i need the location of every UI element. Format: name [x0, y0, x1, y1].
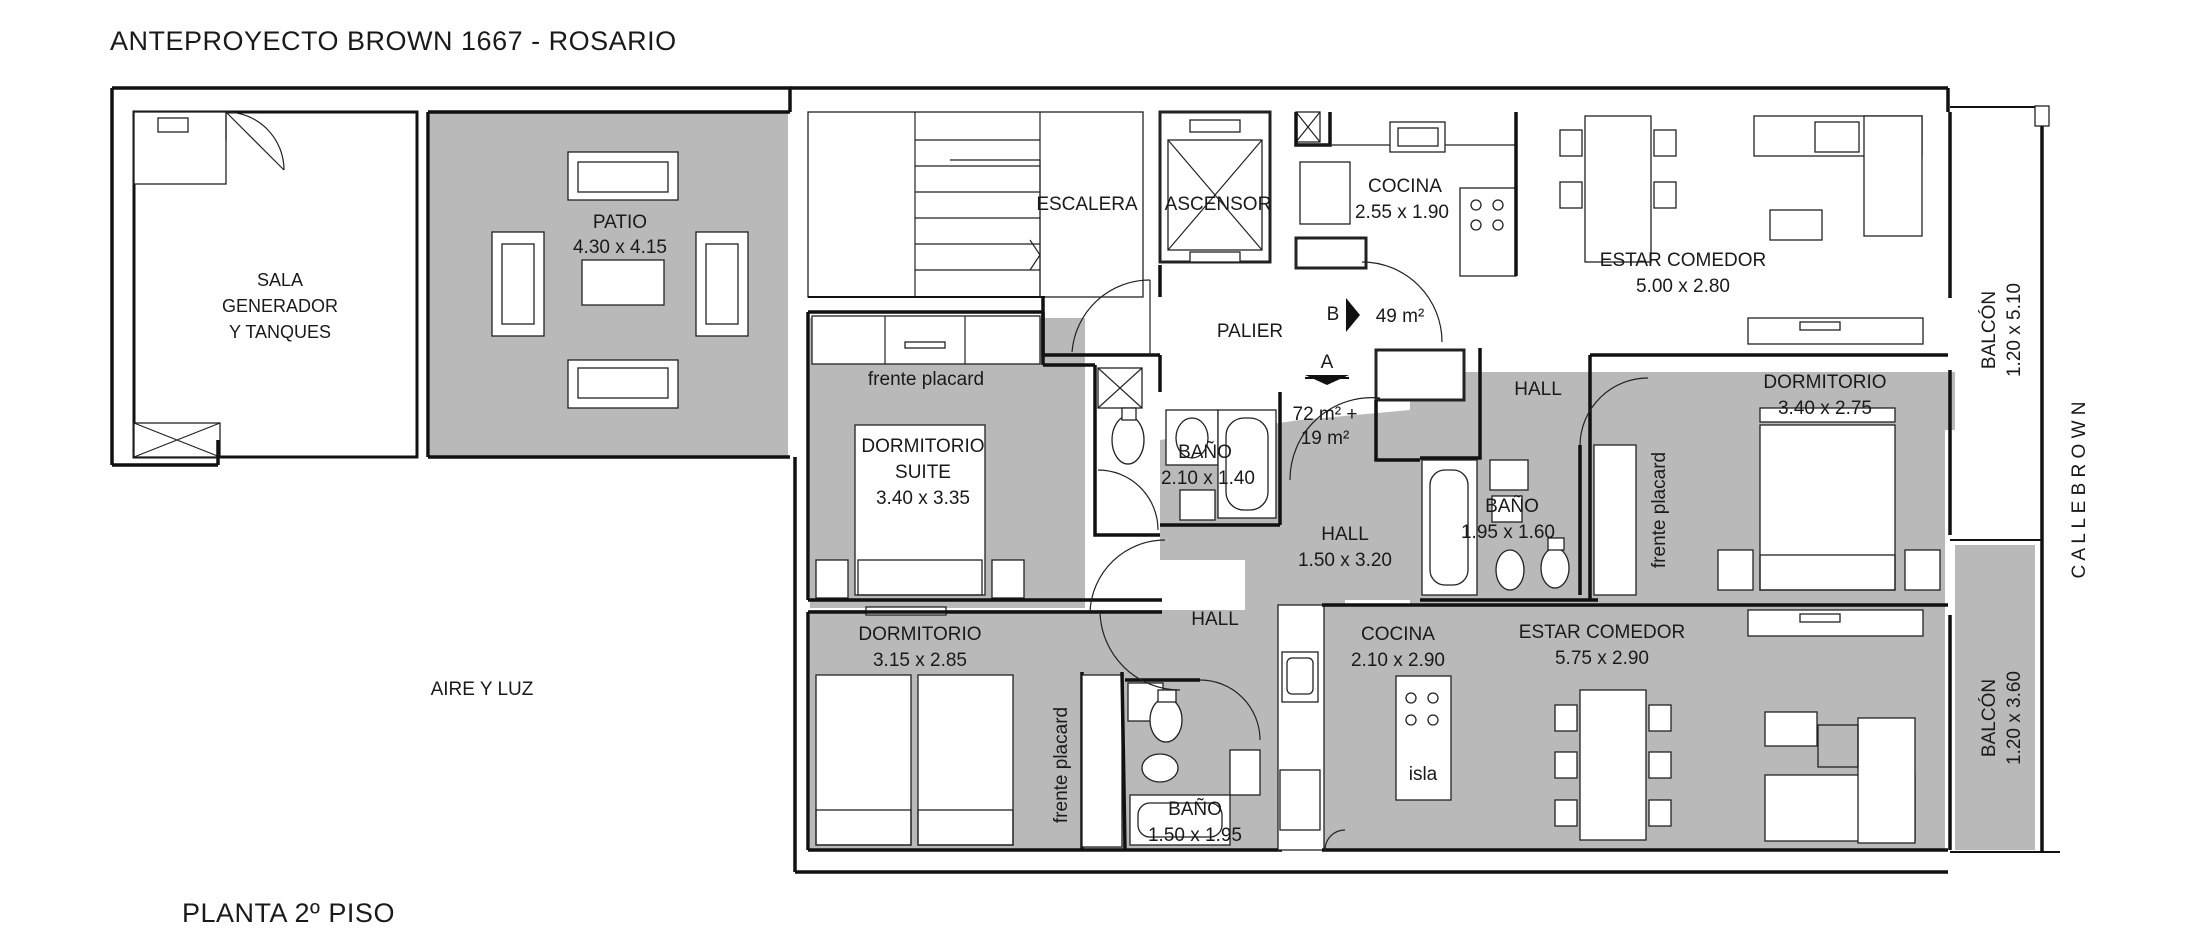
estar-b-dims: 5.00 x 2.80: [1636, 276, 1730, 297]
ascensor-label: ASCENSOR: [1165, 194, 1272, 215]
sala-label-3: Y TANQUES: [229, 322, 331, 342]
bano-a-label: BAÑO: [1178, 441, 1232, 463]
dorm-b-dims: 3.40 x 2.75: [1778, 398, 1872, 419]
balcon-a-label-1: BALCÓN: [1978, 679, 2000, 757]
placard-b-label: frente placard: [1649, 452, 1670, 568]
estar-a-label: ESTAR COMEDOR: [1519, 622, 1685, 643]
cocina-a-label: COCINA: [1361, 624, 1435, 645]
suite-label-1: DORMITORIO: [861, 436, 984, 457]
bano-b-dims: 1.95 x 1.60: [1461, 522, 1555, 543]
bano-c-label: BAÑO: [1168, 798, 1222, 820]
marker-b: B: [1327, 304, 1340, 325]
sala-generador: [133, 111, 285, 465]
hall-a-main-dims: 1.50 x 3.20: [1298, 550, 1392, 571]
placard-top-label: frente placard: [868, 369, 984, 390]
suite-dims: 3.40 x 3.35: [876, 488, 970, 509]
aire-luz-label: AIRE Y LUZ: [431, 679, 534, 700]
entry-markers: [1305, 298, 1360, 385]
bano-b-label: BAÑO: [1485, 495, 1539, 517]
placard-a-label: frente placard: [1051, 707, 1072, 823]
area-a-1: 72 m² +: [1293, 404, 1358, 425]
area-a-2: 19 m²: [1301, 428, 1350, 449]
hall-a-label: HALL: [1191, 609, 1239, 630]
cocina-b-dims: 2.55 x 1.90: [1355, 202, 1449, 223]
cocina-b-label: COCINA: [1368, 176, 1442, 197]
kitchen-b: [1294, 111, 1518, 402]
cocina-a-dims: 2.10 x 2.90: [1351, 650, 1445, 671]
hall-b-label: HALL: [1514, 379, 1562, 400]
estar-b-furniture: [1559, 115, 1924, 345]
outer-walls: [110, 86, 2060, 874]
balcon-a-label-2: 1.20 x 3.60: [2004, 671, 2025, 765]
suite-label-2: SUITE: [895, 462, 951, 483]
bano-a-dims: 2.10 x 1.40: [1161, 468, 1255, 489]
stair-steps: [915, 139, 1041, 297]
area-b: 49 m²: [1376, 306, 1425, 327]
balcon-b-label-1: BALCÓN: [1978, 291, 2000, 369]
patio-label: PATIO: [593, 212, 647, 233]
sala-label-1: SALA: [257, 270, 303, 290]
stairs-elevator: [807, 110, 1272, 298]
dorm-a-dims: 3.15 x 2.85: [873, 650, 967, 671]
palier-label: PALIER: [1217, 321, 1283, 342]
interior-walls: [806, 261, 1948, 852]
plan-title: ANTEPROYECTO BROWN 1667 - ROSARIO: [110, 26, 677, 56]
sala-label-2: GENERADOR: [222, 296, 338, 316]
estar-b-label: ESTAR COMEDOR: [1600, 250, 1766, 271]
dorm-a-label: DORMITORIO: [858, 624, 981, 645]
dorm-b-label: DORMITORIO: [1763, 372, 1886, 393]
labels: ANTEPROYECTO BROWN 1667 - ROSARIO PLANTA…: [110, 26, 2090, 928]
bano-c-dims: 1.50 x 1.95: [1148, 825, 1242, 846]
street-label: C A L L E B R O W N: [2069, 401, 2090, 578]
hall-a-main-label: HALL: [1321, 524, 1369, 545]
isla-label: isla: [1409, 764, 1438, 785]
estar-a-dims: 5.75 x 2.90: [1555, 648, 1649, 669]
floor-label: PLANTA 2º PISO: [182, 898, 395, 928]
marker-a: A: [1321, 352, 1334, 373]
patio-dims: 4.30 x 4.15: [573, 237, 667, 258]
balcon-b-label-2: 1.20 x 5.10: [2004, 283, 2025, 377]
escalera-label: ESCALERA: [1036, 194, 1138, 215]
patio-furniture: [491, 151, 749, 409]
